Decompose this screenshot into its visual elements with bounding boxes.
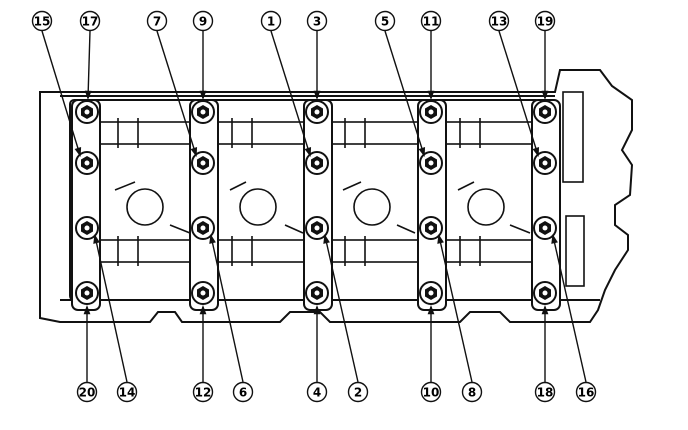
leader-top-diag-2-arrowhead bbox=[304, 147, 312, 157]
leader-bottom-diag-4 bbox=[552, 235, 587, 383]
leader-bottom-vert-0-arrowhead bbox=[83, 304, 91, 315]
callout-19: 19 bbox=[534, 10, 556, 32]
callout-6-label: 6 bbox=[239, 386, 247, 400]
leader-top-vert-0 bbox=[87, 30, 91, 99]
callout-11-label: 11 bbox=[423, 15, 440, 29]
callout-7: 7 bbox=[146, 10, 168, 32]
callout-20: 20 bbox=[76, 381, 98, 403]
callout-17: 17 bbox=[79, 10, 101, 32]
callout-15-label: 15 bbox=[34, 15, 51, 29]
callout-18: 18 bbox=[534, 381, 556, 403]
leader-bottom-diag-2-arrowhead bbox=[323, 234, 330, 244]
callout-10-label: 10 bbox=[423, 386, 440, 400]
bolt-head-icon bbox=[305, 281, 329, 305]
bolt-head-icon bbox=[419, 216, 443, 240]
leader-top-diag-0 bbox=[41, 30, 81, 156]
leader-top-vert-3-arrowhead bbox=[427, 90, 435, 101]
callout-13-label: 13 bbox=[491, 15, 508, 29]
bolt-head-icon bbox=[533, 151, 557, 175]
bolt-head-icon bbox=[75, 216, 99, 240]
leader-top-diag-3 bbox=[384, 30, 425, 156]
bolt-head-icon bbox=[75, 281, 99, 305]
leader-bottom-vert-1-arrowhead bbox=[199, 304, 207, 315]
bolt-head-icon bbox=[305, 216, 329, 240]
callout-15: 15 bbox=[31, 10, 53, 32]
leader-bottom-diag-0-arrowhead bbox=[93, 234, 100, 244]
callout-5-label: 5 bbox=[381, 15, 389, 29]
bolt-head-icon bbox=[533, 281, 557, 305]
leader-top-diag-0-arrowhead bbox=[74, 147, 82, 157]
camshaft-holders bbox=[71, 99, 561, 311]
bolt-head-icon bbox=[191, 216, 215, 240]
leader-top-diag-3-arrowhead bbox=[418, 147, 426, 157]
bolt-head-icon bbox=[191, 281, 215, 305]
callout-20-label: 20 bbox=[79, 386, 96, 400]
bolt-head-icon bbox=[75, 151, 99, 175]
callout-17-label: 17 bbox=[82, 15, 99, 29]
callout-1: 1 bbox=[260, 10, 282, 32]
callouts-top: 15 17 7 9 1 3 5 11 13 19 bbox=[31, 10, 556, 32]
callout-9-label: 9 bbox=[199, 15, 207, 29]
spark-plug-wells bbox=[114, 181, 531, 234]
leader-bottom-diag-3-arrowhead bbox=[437, 234, 444, 244]
bolt-head-icon bbox=[75, 100, 99, 124]
leader-top-vert-4-arrowhead bbox=[541, 90, 549, 101]
bolt-head-icon bbox=[419, 100, 443, 124]
bolt-head-icon bbox=[191, 151, 215, 175]
callout-4-label: 4 bbox=[313, 386, 321, 400]
leader-top-vert-1-arrowhead bbox=[199, 90, 207, 101]
leader-bottom-vert-3-arrowhead bbox=[427, 304, 435, 315]
callout-1-label: 1 bbox=[267, 15, 275, 29]
callout-14: 14 bbox=[116, 381, 138, 403]
callout-13: 13 bbox=[488, 10, 510, 32]
callout-11: 11 bbox=[420, 10, 442, 32]
callout-9: 9 bbox=[192, 10, 214, 32]
leader-top-vert-2-arrowhead bbox=[313, 90, 321, 101]
leader-top-diag-2 bbox=[270, 30, 311, 156]
callout-4: 4 bbox=[306, 381, 328, 403]
callout-16: 16 bbox=[575, 381, 597, 403]
callouts-bottom: 20 14 12 6 4 2 10 8 18 16 bbox=[76, 381, 597, 403]
callout-12: 12 bbox=[192, 381, 214, 403]
leader-bottom-diag-0 bbox=[94, 235, 128, 383]
bolt-head-icon bbox=[419, 151, 443, 175]
leader-bottom-diag-4-arrowhead bbox=[551, 234, 558, 244]
callout-10: 10 bbox=[420, 381, 442, 403]
leader-bottom-vert-4-arrowhead bbox=[541, 304, 549, 315]
callout-8-label: 8 bbox=[468, 386, 476, 400]
leader-bottom-diag-1-arrowhead bbox=[209, 234, 216, 244]
leader-top-diag-1-arrowhead bbox=[190, 147, 198, 157]
callout-3-label: 3 bbox=[313, 15, 321, 29]
leader-top-diag-4-arrowhead bbox=[532, 147, 540, 157]
callout-2-label: 2 bbox=[354, 386, 362, 400]
bolt-head-icon bbox=[305, 100, 329, 124]
callout-5: 5 bbox=[374, 10, 396, 32]
callout-12-label: 12 bbox=[195, 386, 212, 400]
bolt-head-icon bbox=[533, 100, 557, 124]
leader-lines bbox=[41, 30, 587, 383]
bolt-head-icon bbox=[305, 151, 329, 175]
callout-14-label: 14 bbox=[119, 386, 136, 400]
leader-bottom-diag-3 bbox=[438, 235, 473, 383]
callout-7-label: 7 bbox=[153, 15, 161, 29]
bolt-group bbox=[75, 100, 557, 305]
leader-bottom-diag-2 bbox=[324, 235, 359, 383]
callout-8: 8 bbox=[461, 381, 483, 403]
callout-16-label: 16 bbox=[578, 386, 595, 400]
callout-19-label: 19 bbox=[537, 15, 554, 29]
leader-bottom-diag-1 bbox=[210, 235, 244, 383]
bolt-head-icon bbox=[533, 216, 557, 240]
leader-bottom-vert-2-arrowhead bbox=[313, 304, 321, 315]
leader-top-diag-1 bbox=[156, 30, 197, 156]
head-end-panel bbox=[562, 91, 585, 287]
callout-6: 6 bbox=[232, 381, 254, 403]
leader-top-diag-4 bbox=[498, 30, 539, 156]
leader-top-vert-0-arrowhead bbox=[84, 90, 92, 101]
callout-18-label: 18 bbox=[537, 386, 554, 400]
callout-3: 3 bbox=[306, 10, 328, 32]
callout-2: 2 bbox=[347, 381, 369, 403]
bolt-head-icon bbox=[419, 281, 443, 305]
bolt-head-icon bbox=[191, 100, 215, 124]
